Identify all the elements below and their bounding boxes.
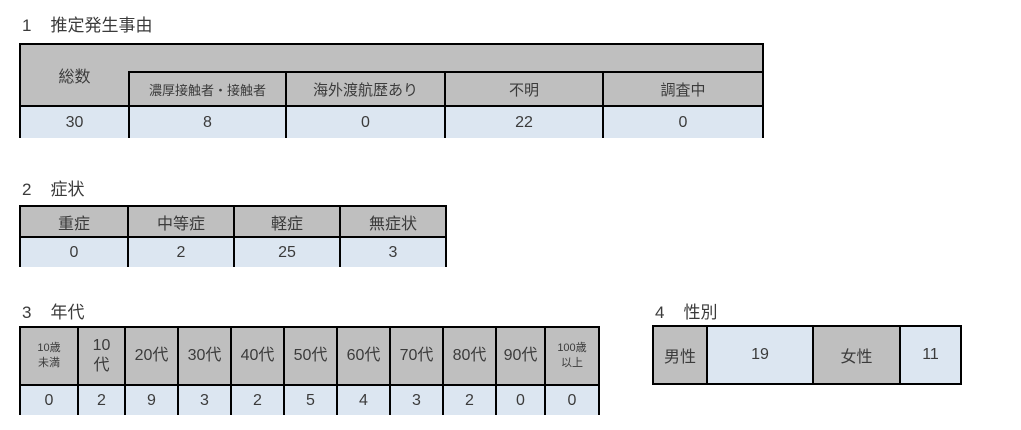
age-value-20s: 9: [124, 386, 177, 415]
age-value-60s: 4: [336, 386, 389, 415]
age-value-80s: 2: [442, 386, 495, 415]
symptoms-value-moderate: 2: [127, 238, 233, 267]
section-label-gender: 性別: [683, 303, 718, 322]
gender-data-row: 男性 19 女性 11: [654, 327, 960, 383]
age-header-40s: 40代: [230, 328, 283, 384]
cause-value-close-contact: 8: [128, 107, 285, 138]
age-header-50s: 50代: [283, 328, 336, 384]
section-title-symptoms: 2 症状: [22, 175, 84, 200]
symptoms-header-severe: 重症: [57, 215, 90, 233]
age-value-30s: 3: [177, 386, 230, 415]
age-header-10s: 10 代: [77, 328, 124, 384]
age-value-90s: 0: [495, 386, 544, 415]
symptoms-value-severe: 0: [21, 238, 127, 267]
symptoms-header-mild: 軽症: [233, 207, 339, 236]
cause-header-investigating: 調査中: [602, 73, 762, 105]
cause-total-value: 30: [21, 107, 128, 138]
age-table: 10歳 未満 10 代 20代 30代 40代 50代 60代 70代 80代 …: [19, 326, 600, 415]
cause-value-overseas-travel: 0: [285, 107, 444, 138]
symptoms-value-asymptomatic: 3: [339, 238, 445, 267]
section-number-age: 3: [22, 303, 32, 322]
age-data-row: 0 2 9 3 2 5 4 3 2 0 0: [21, 384, 598, 415]
symptoms-table: 重症 中等症 軽症 無症状 0 2 25 3: [19, 205, 447, 267]
age-value-40s: 2: [230, 386, 283, 415]
cause-table: 総数 濃厚接触者・接触者 海外渡航歴あり 不明 調査中 30 8 0 22 0: [19, 43, 764, 138]
age-header-20s: 20代: [124, 328, 177, 384]
section-title-age: 3 年代: [22, 298, 84, 323]
age-value-100-plus: 0: [544, 386, 598, 415]
symptoms-data-row: 0 2 25 3: [21, 236, 445, 267]
gender-table: 男性 19 女性 11: [652, 325, 962, 385]
age-header-30s: 30代: [177, 328, 230, 384]
age-header-100-plus: 100歳 以上: [544, 328, 598, 384]
symptoms-value-mild: 25: [233, 238, 339, 267]
age-header-row: 10歳 未満 10 代 20代 30代 40代 50代 60代 70代 80代 …: [21, 328, 598, 384]
section-label-age: 年代: [50, 303, 85, 322]
gender-value-male: 19: [706, 327, 812, 383]
cause-value-investigating: 0: [602, 107, 762, 138]
section-title-gender: 4 性別: [655, 298, 717, 323]
gender-value-female: 11: [899, 327, 960, 383]
section-label-symptoms: 症状: [50, 180, 85, 199]
age-header-70s: 70代: [389, 328, 442, 384]
section-label-cause: 推定発生事由: [50, 16, 153, 35]
cause-value-unknown: 22: [444, 107, 602, 138]
age-value-70s: 3: [389, 386, 442, 415]
section-number-symptoms: 2: [22, 180, 32, 199]
age-header-90s: 90代: [495, 328, 544, 384]
cause-total-header-cell: 総数: [58, 69, 91, 86]
age-value-50s: 5: [283, 386, 336, 415]
section-number-gender: 4: [655, 303, 665, 322]
age-header-80s: 80代: [442, 328, 495, 384]
cause-header-overseas-travel: 海外渡航歴あり: [285, 73, 444, 105]
cause-subheader-row: 濃厚接触者・接触者 海外渡航歴あり 不明 調査中: [128, 71, 762, 105]
age-header-under-10: 10歳 未満: [37, 341, 61, 369]
section-title-cause: 1 推定発生事由: [22, 11, 152, 36]
cause-data-row: 30 8 0 22 0: [21, 105, 762, 138]
age-header-60s: 60代: [336, 328, 389, 384]
gender-header-female: 女性: [812, 327, 899, 383]
section-number-cause: 1: [22, 16, 32, 35]
age-value-10s: 2: [77, 386, 124, 415]
cause-header-unknown: 不明: [444, 73, 602, 105]
age-value-under-10: 0: [21, 386, 77, 415]
symptoms-header-row: 重症 中等症 軽症 無症状: [21, 207, 445, 236]
cause-table-header: 総数 濃厚接触者・接触者 海外渡航歴あり 不明 調査中: [21, 45, 762, 105]
symptoms-header-moderate: 中等症: [127, 207, 233, 236]
gender-header-male: 男性: [663, 349, 696, 366]
cause-header-close-contact: 濃厚接触者・接触者: [128, 73, 285, 105]
symptoms-header-asymptomatic: 無症状: [339, 207, 445, 236]
